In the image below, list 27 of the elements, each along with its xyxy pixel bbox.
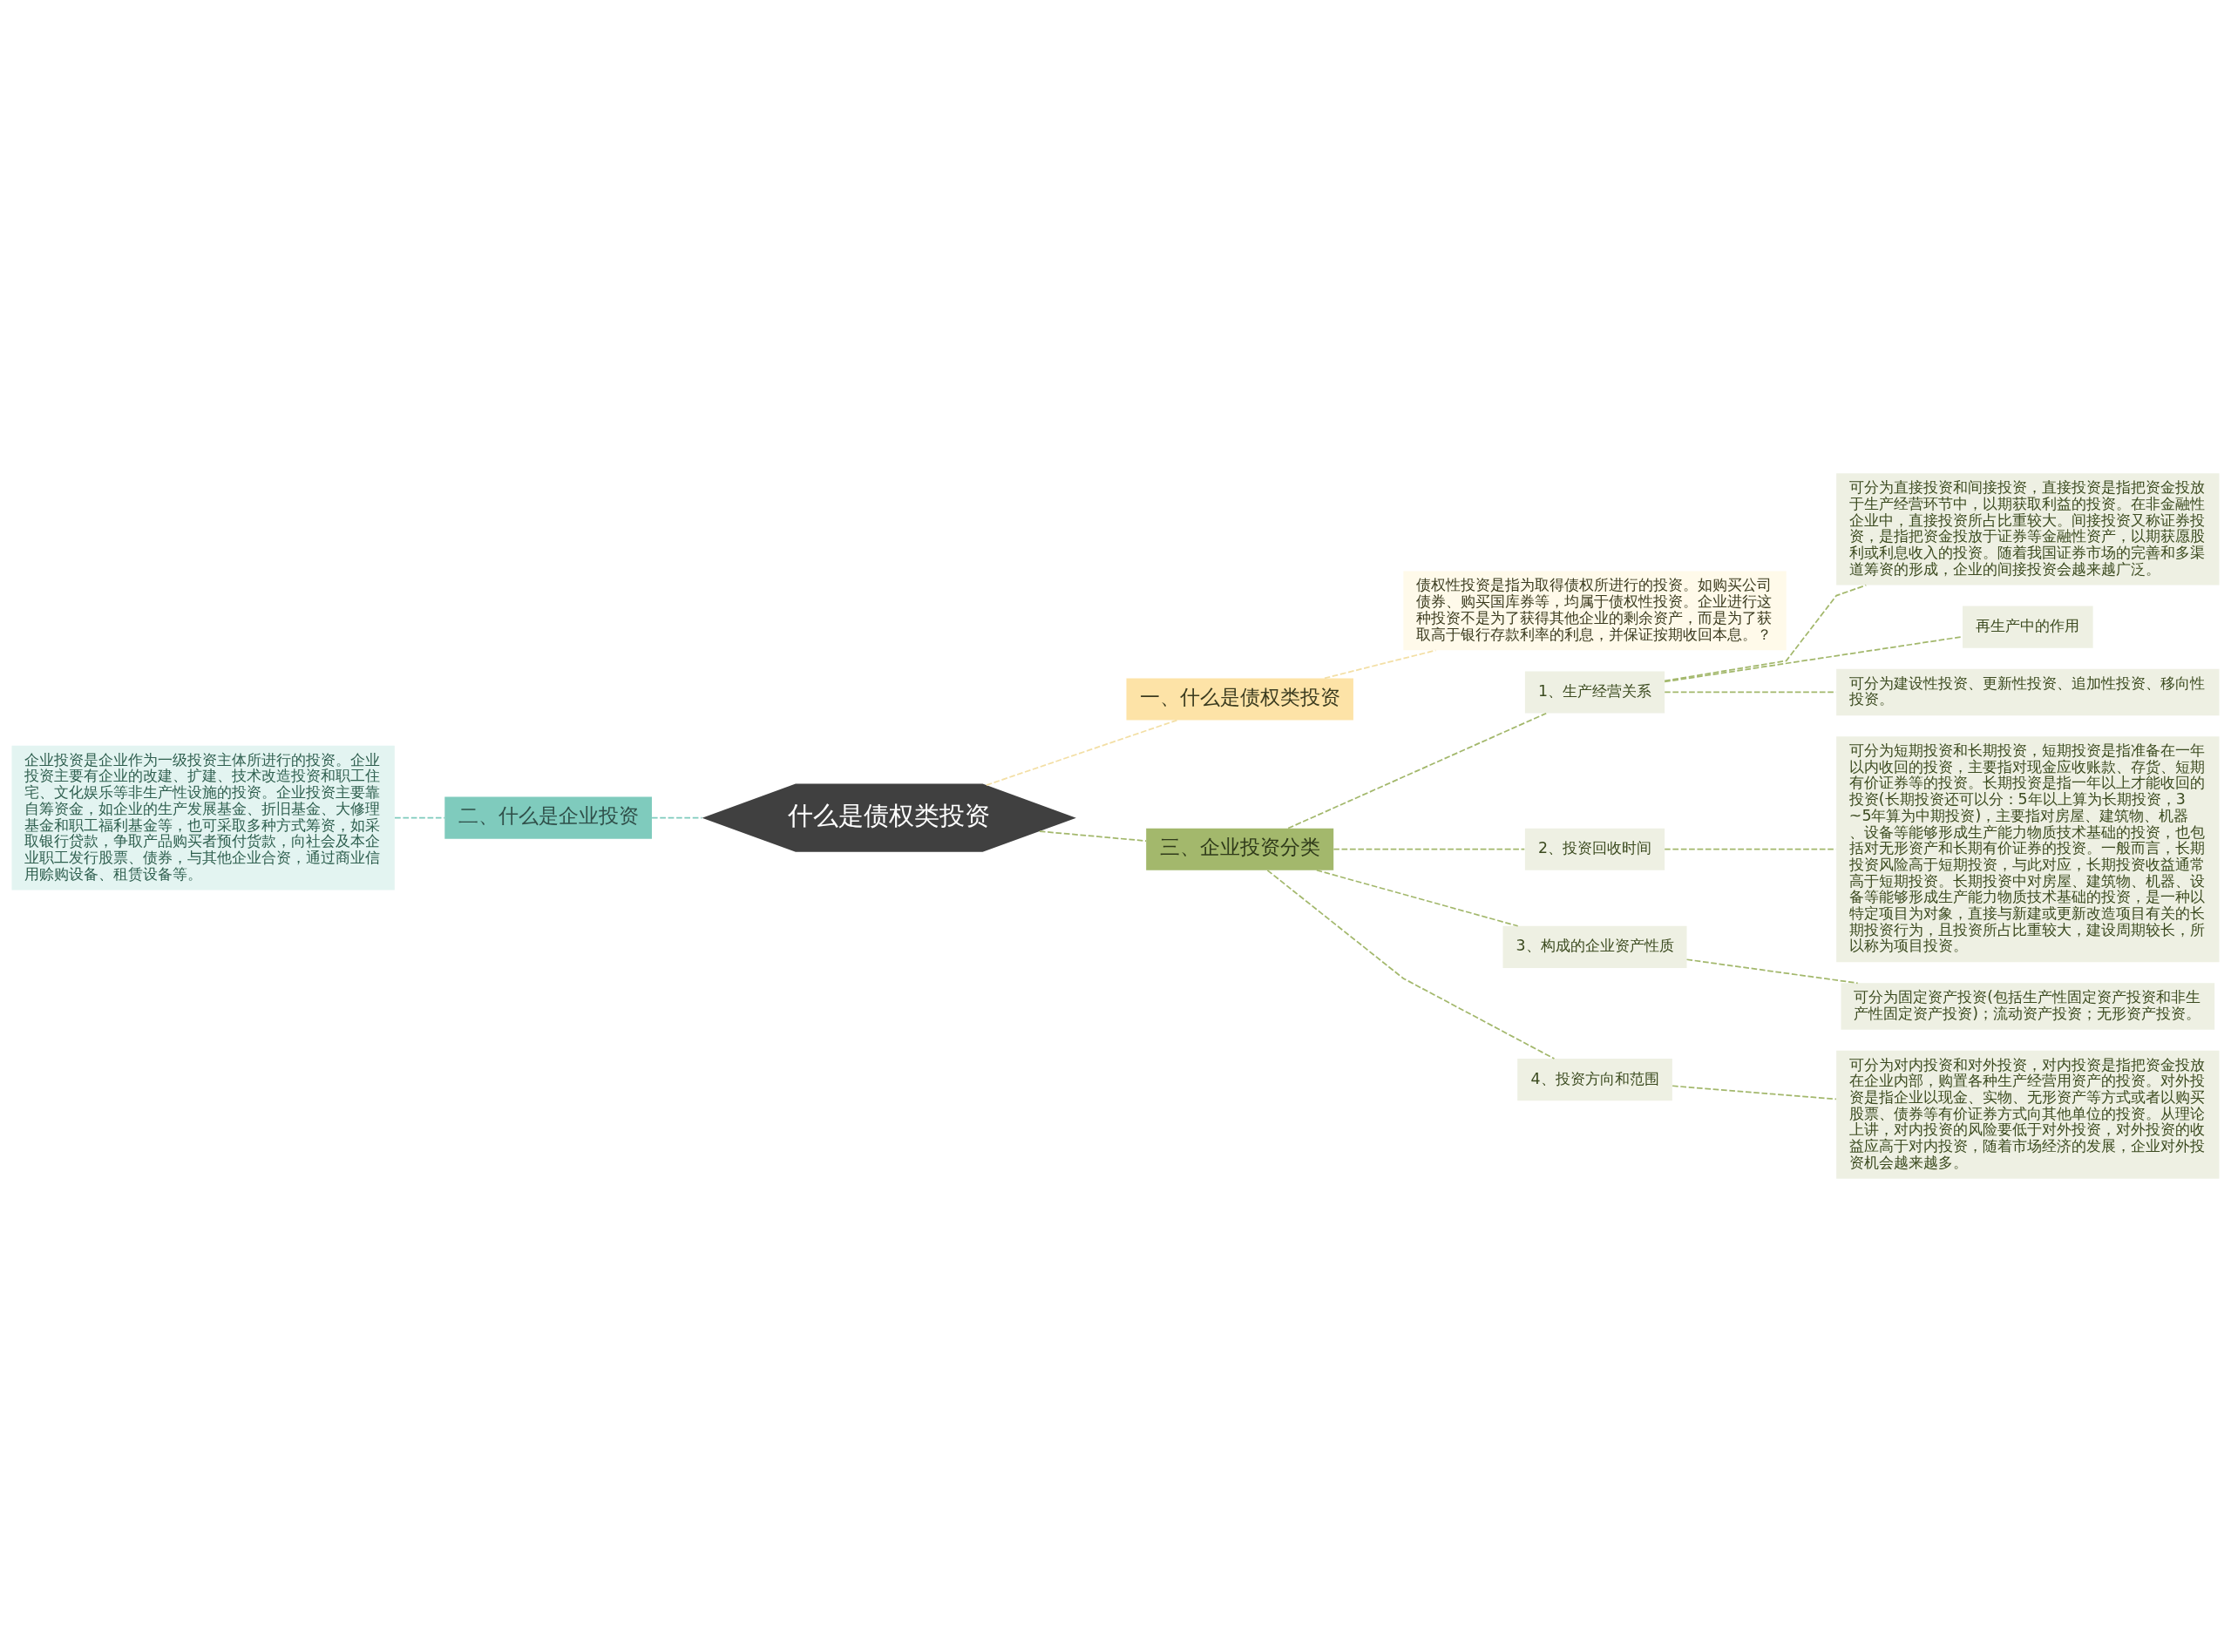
node-box: 可分为直接投资和间接投资，直接投资是指把资金投放于生产经营环节中，以期获取利益的投资。在非金融性企业中，直接投资所占比重较大。间接投资又称证券投资，是指把资金投放于证券等金融性资产，以期获愿股利或利息收入的投资。随着我国证券市场的完善和多渠道筹资的形成，企业的间接投资会越来越广泛。 — [1836, 473, 2220, 586]
connector — [394, 816, 446, 819]
node-box: 3、构成的企业资产性质 — [1502, 925, 1687, 968]
connector — [1315, 869, 1519, 927]
node-box: 可分为对内投资和对外投资，对内投资是指把资金投放在企业内部，购置各种生产经营用资产的投资。对外投资是指企业以现金、实物、无形资产等方式或者以购买股票、债券等有价证券方式向其他单位的投资。从理论上讲，对内投资的风险要低于对外投资，对外投资的收益应高于对内投资，随着市场经济的发展，企业对外投资机会越来越多。 — [1836, 1050, 2220, 1179]
node-box: 可分为短期投资和长期投资，短期投资是指准备在一年以内收回的投资，主要指对现金应收账款、存货、短期有价证券等的投资。长期投资是指一年以上才能收回的投资(长期投资还可以分：5年以上算为长期投资，3~5年算为中期投资)，主要指对房屋、建筑物、机器、设备等能够形成生产能力物质技术基础的投资，也包括对无形资产和长期有价证券的投资。一般而言，长期投资风险高于短期投资，与此对应，长期投资收益通常高于短期投资。长期投资中对房屋、建筑物、机器、设备等能够形成生产能力物质技术基础的投资，是一种以特定项目为对象，直接与新建或更新改造项目有关的长期投资行为，且投资所占比重较大，建设周期较长，所以称为项目投资。 — [1836, 736, 2220, 963]
connector — [1287, 712, 1548, 829]
connector — [1685, 958, 1859, 985]
node-box: 债权性投资是指为取得债权所进行的投资。如购买公司债券、购买国库券等，均属于债权性投资。企业进行这种投资不是为了获得其他企业的剩余资产，而是为了获取高于银行存款利率的利息，并保证按期收回本息。？ — [1403, 571, 1787, 651]
connector — [1266, 870, 1556, 1060]
node-box: 企业投资是企业作为一级投资主体所进行的投资。企业投资主要有企业的改建、扩建、技术改造投资和职工住宅、文化娱乐等非生产性设施的投资。企业投资主要靠自筹资金，如企业的生产发展基金、折旧基金、大修理基金和职工福利基金等，也可采取多种方式筹资，如采取银行贷款，争取产品购买者预付货款，向社会及本企业职工发行股票、债券，与其他企业合资，通过商业信用赊购设备、租赁设备等。 — [11, 745, 395, 890]
node-box: 二、什么是企业投资 — [444, 796, 652, 839]
connector — [1332, 848, 1526, 850]
node-box: 2、投资回收时间 — [1524, 828, 1665, 870]
node-box: 可分为建设性投资、更新性投资、追加性投资、移向性投资。 — [1836, 668, 2220, 716]
connector — [1664, 635, 1963, 683]
connector — [986, 719, 1178, 786]
connector — [651, 816, 703, 819]
node-box: 1、生产经营关系 — [1524, 671, 1665, 714]
node-box: 一、什么是债权类投资 — [1126, 678, 1353, 721]
node-box: 三、企业投资分类 — [1146, 828, 1334, 870]
node-box: 4、投资方向和范围 — [1517, 1059, 1672, 1101]
connector — [1664, 584, 1868, 682]
node-box: 可分为固定资产投资(包括生产性固定资产投资和非生产性固定资产投资)；流动资产投资；无形资产投资。 — [1841, 983, 2215, 1030]
connector — [1039, 830, 1147, 842]
node-box: 再生产中的作用 — [1963, 606, 2093, 648]
connector — [1672, 1085, 1837, 1100]
